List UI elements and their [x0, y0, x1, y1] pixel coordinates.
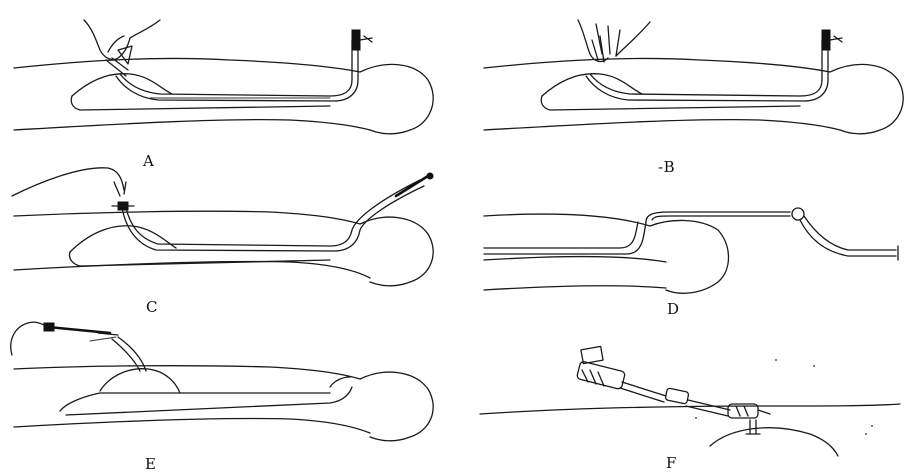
panel-b-drawing — [470, 0, 910, 170]
panel-e: E — [0, 315, 450, 472]
panel-b: -B — [470, 0, 910, 170]
panel-f-label: F — [666, 454, 677, 472]
panel-d-label: D — [667, 300, 680, 318]
panel-f: F — [470, 330, 910, 472]
panel-f-drawing — [470, 330, 910, 472]
panel-a-drawing — [0, 0, 450, 160]
panel-c-drawing — [0, 160, 450, 320]
panel-c: C — [0, 160, 450, 320]
panel-d-drawing — [470, 170, 910, 320]
panel-c-label: C — [146, 298, 158, 316]
panel-e-label: E — [145, 455, 156, 473]
panel-e-drawing — [0, 315, 450, 472]
panel-d: D — [470, 170, 910, 320]
panel-a: A — [0, 0, 450, 160]
